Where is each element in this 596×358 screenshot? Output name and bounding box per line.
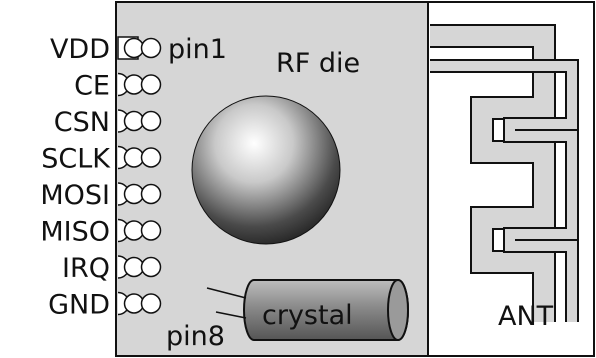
antenna-trace [430,24,579,322]
pin-row: CSN [54,107,162,138]
pin-hole [123,110,145,132]
pin-hole [140,110,162,132]
pin-row: CE [74,71,162,102]
pin-row: MISO [40,217,162,248]
pin-row: GND [48,290,162,321]
pin-row: SCLK [41,144,162,175]
pin-header: VDD CE CSN SCLK MOSI MISO IRQ GND [40,34,162,321]
pin-hole [123,183,145,205]
pin-row: VDD [50,34,162,65]
pin-name: CSN [54,107,110,138]
pin-hole [140,74,162,95]
pin-hole [123,256,145,278]
pin-name: MOSI [40,180,110,211]
rf-die-label: RF die [276,48,360,79]
pin-hole [140,37,162,59]
pin-name: SCLK [41,144,111,175]
crystal-lead [215,311,247,319]
pin-name: CE [74,71,110,102]
pin-row: MOSI [40,180,162,211]
pin8-label: pin8 [166,321,225,352]
pin-hole [140,293,162,314]
antenna-label: ANT [498,301,554,332]
pin-hole [123,293,145,314]
crystal-label: crystal [262,300,353,331]
pin-hole [140,183,162,205]
crystal-component [206,279,409,341]
pin-hole [123,74,145,95]
pin1-label: pin1 [168,34,227,65]
crystal-lead [206,287,247,299]
rf-die-sphere [191,95,341,245]
pin-hole [123,220,145,241]
pin-hole [140,220,162,241]
pin-hole [140,147,162,168]
pin-hole [140,256,162,278]
pin-name: MISO [40,217,110,248]
pin-row: IRQ [62,253,162,284]
pin-hole [123,37,145,59]
pin-name: GND [48,290,110,321]
pin-hole [123,147,145,168]
pin-name: IRQ [62,253,110,284]
pin-name: VDD [50,34,110,65]
